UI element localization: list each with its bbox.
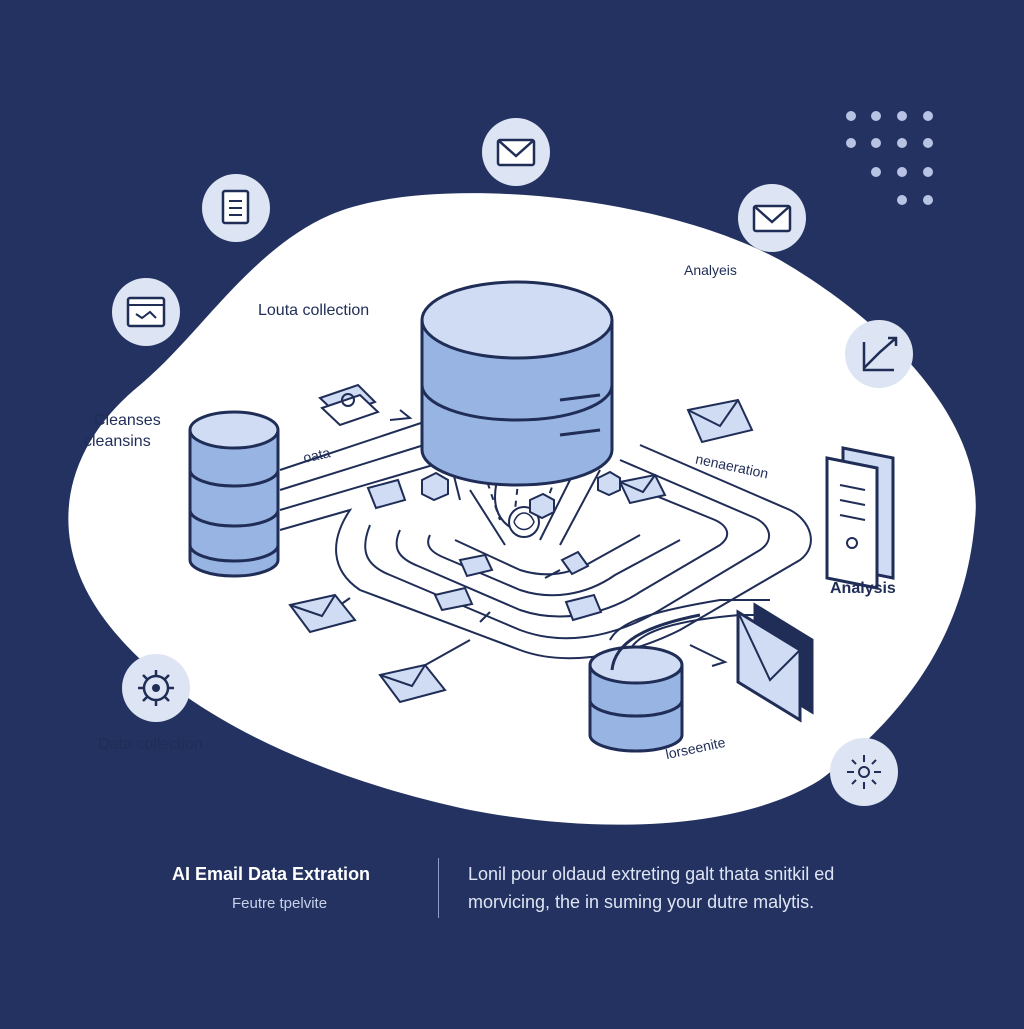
footer-description-line-2: morvicing, the in suming your dutre maly… <box>468 892 815 912</box>
cleansing-database-icon <box>188 410 280 578</box>
main-database-icon <box>420 280 614 487</box>
output-database-icon <box>588 613 701 753</box>
cube-icon <box>421 470 621 622</box>
email-icon <box>686 398 754 444</box>
label-analysis-right: Analysis <box>830 580 896 597</box>
email-icon <box>458 553 494 578</box>
footer-subtitle: Feutre tpelvite <box>232 895 328 912</box>
email-icon <box>288 593 357 634</box>
report-document-icon <box>825 446 895 590</box>
email-icon <box>482 118 550 186</box>
email-icon <box>433 586 474 612</box>
footer-divider <box>438 858 439 918</box>
label-analyeis-top: Analyeis <box>684 262 737 278</box>
email-icon <box>738 184 806 252</box>
label-louta-collection: Louta collection <box>258 302 370 319</box>
chart-icon <box>845 320 913 388</box>
document-icon <box>202 174 270 242</box>
gear-icon <box>122 654 190 722</box>
sparkle-icon <box>830 738 898 806</box>
dot-grid-decoration <box>846 111 933 205</box>
footer-title: AI Email Data Extration <box>172 864 371 884</box>
central-hub-icon <box>508 506 540 538</box>
browser-window-icon <box>112 278 180 346</box>
email-icon <box>378 663 447 704</box>
label-data-collection: Data collection <box>98 736 203 753</box>
document-stack-icon <box>318 383 380 427</box>
large-email-icon <box>736 602 814 723</box>
footer-description-line-1: Lonil pour oldaud extreting galt thata s… <box>468 864 835 884</box>
label-cleanses: Cleanses <box>94 412 161 429</box>
label-cleansins: cleansins <box>84 433 151 450</box>
email-icon <box>618 473 667 505</box>
document-stack-icon <box>366 478 407 510</box>
